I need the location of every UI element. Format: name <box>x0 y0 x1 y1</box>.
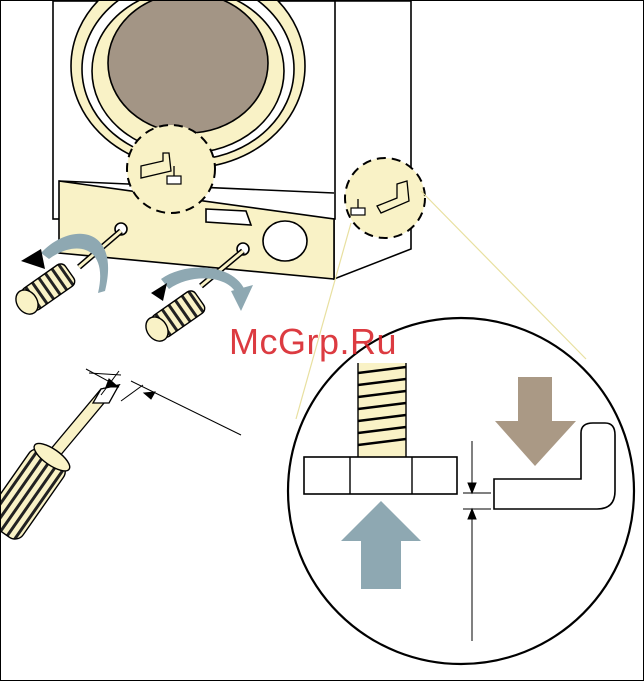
washing-machine <box>53 1 411 279</box>
drain-cap <box>263 221 307 261</box>
service-hatch <box>206 209 251 225</box>
machine-side-panel <box>334 1 411 279</box>
threaded-bolt <box>358 363 406 459</box>
screwdriver <box>1 385 119 543</box>
detail-circle-left <box>127 125 215 213</box>
foot-plate <box>304 457 457 494</box>
watermark-logo: McGrp.Ru <box>229 321 397 363</box>
zoom-detail-circle <box>288 318 634 664</box>
detail-circle-right <box>345 158 425 238</box>
door-window <box>108 1 268 133</box>
